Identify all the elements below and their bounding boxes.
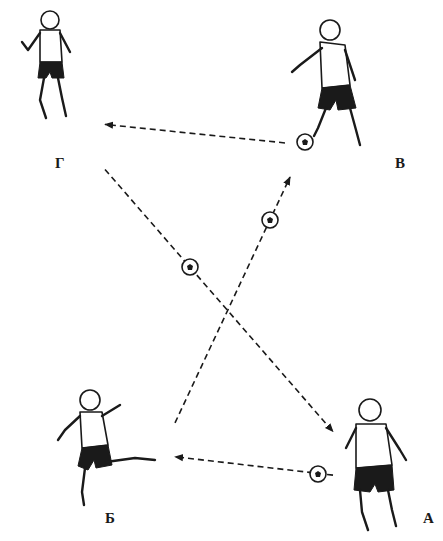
player-figure [82,468,85,505]
ball [310,466,326,482]
ball [297,134,313,150]
player-letter: Г [55,155,65,172]
pass-arrow [175,457,333,475]
ball [262,212,278,228]
player-figure [350,108,360,145]
player-figure [106,458,155,462]
player-figure [41,11,59,29]
ball [297,134,313,150]
player-figure [58,416,80,440]
ball [182,259,198,275]
player-letter: Б [105,510,115,527]
player-figure [314,108,326,136]
player-figure [22,11,70,118]
player-figure [22,33,40,50]
ball [187,264,193,270]
ball [302,139,308,145]
player-figure [58,78,66,116]
player-figure [292,20,360,145]
ball [310,466,326,482]
player-figure [58,390,155,505]
player-figure [102,405,120,416]
player-figure [318,85,356,110]
player: В [285,5,410,177]
player-figure [80,412,108,448]
ball [262,212,278,228]
player-figure [40,30,62,62]
ball [267,217,273,223]
player-figure [320,42,350,88]
player-figure [292,48,322,72]
player-figure [60,33,70,52]
player-figure [80,390,100,410]
player-figure [360,490,368,530]
pass-arrow [175,177,290,423]
player-figure [388,490,396,526]
player-figure [320,20,340,40]
player: Г [15,5,105,177]
player-figure [40,78,46,118]
ball [315,471,321,477]
player: А [333,385,439,537]
player-figure [386,428,406,460]
pass-arrow [105,124,285,143]
player-figure [345,50,355,80]
player-figure [359,399,381,421]
player-figure [346,399,406,530]
ball [182,259,198,275]
player-figure [78,445,112,470]
player-figure [38,62,64,78]
player-figure [346,428,356,448]
player-figure [354,465,394,492]
player-letter: А [423,510,434,527]
player: Б [45,380,175,532]
pass-arrow [105,169,333,431]
player-letter: В [395,155,405,172]
